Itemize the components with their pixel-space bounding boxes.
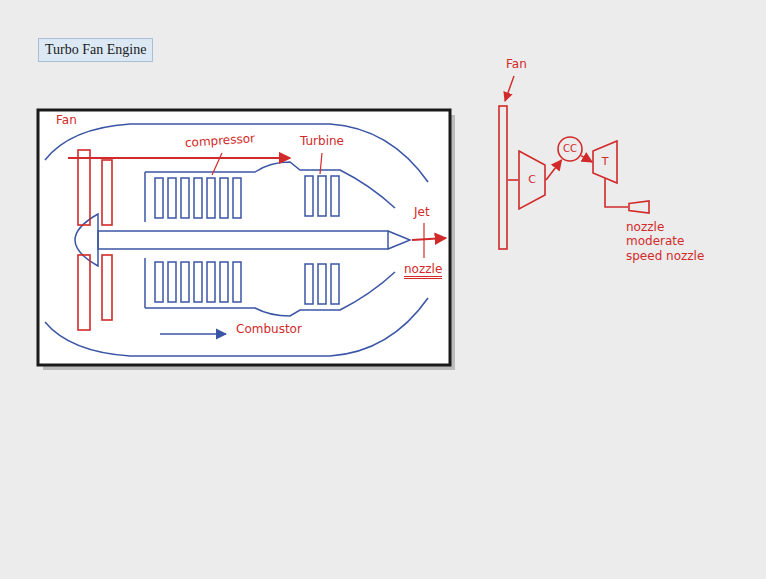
leader-line (423, 223, 424, 258)
fan-blade (78, 255, 90, 330)
node-label: nozzle moderate speed nozzle (626, 220, 718, 263)
core-bottom (145, 272, 395, 316)
nozzle-outline (628, 200, 650, 214)
bar-shape (499, 106, 507, 249)
leader-line (212, 153, 222, 175)
leader-line (320, 153, 322, 174)
part-label: Jet (414, 205, 430, 219)
bar-node: Fan (498, 105, 508, 250)
node-label: Fan (506, 57, 527, 71)
bypass-flow-arrow (68, 157, 290, 159)
bar-outline (498, 105, 508, 250)
part-label: nozzle (404, 262, 442, 279)
node-label: CC (563, 143, 577, 155)
trapL-node: C (518, 150, 546, 210)
core-top (145, 162, 395, 208)
nozzle-node: nozzle moderate speed nozzle (628, 200, 650, 214)
slide-title: Turbo Fan Engine (38, 38, 153, 62)
part-label: Turbine (300, 134, 344, 148)
trapR-shape (593, 141, 617, 183)
turbine-blades (305, 176, 339, 304)
connector (546, 160, 561, 180)
trapR-node: T (592, 140, 618, 184)
node-label: T (602, 155, 609, 168)
circle-node: CC (557, 136, 583, 162)
part-label: Fan (56, 113, 77, 127)
jet-arrow (412, 238, 446, 240)
nozzle-shape (629, 201, 649, 213)
tail-cone (388, 231, 410, 249)
illustration-frame (38, 110, 450, 365)
connector (508, 179, 518, 181)
fan-blade (102, 160, 112, 225)
node-label: C (528, 173, 536, 186)
circle-shape (558, 137, 582, 161)
fan-blades (78, 150, 112, 330)
fan-blade (102, 255, 112, 320)
shaft (98, 231, 388, 249)
part-label: Combustor (236, 322, 302, 336)
compressor-blades (155, 178, 241, 302)
fan-blade (78, 150, 90, 225)
core-flow-arrow (160, 333, 226, 335)
trapL-shape (519, 151, 545, 209)
connector (581, 156, 592, 162)
engine-casing (45, 124, 428, 356)
core-front (144, 172, 146, 308)
leader-arrow (505, 76, 514, 101)
